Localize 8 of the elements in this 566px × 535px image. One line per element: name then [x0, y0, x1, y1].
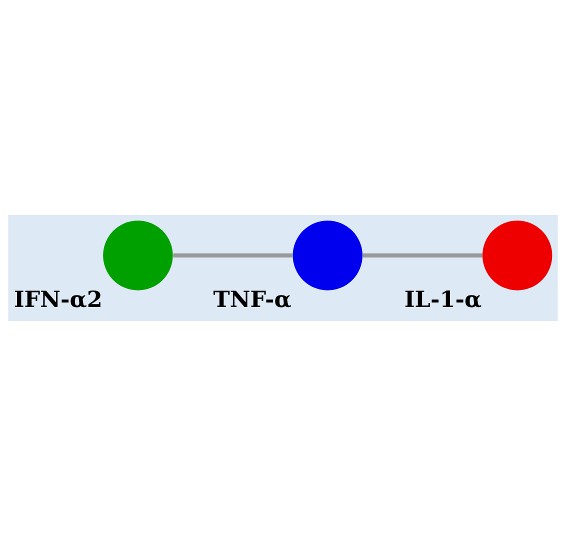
node-label: IL-1-α: [404, 286, 482, 312]
node-circle: [482, 220, 552, 290]
connector: [173, 252, 293, 258]
node-circle: [292, 220, 362, 290]
node-label: TNF-α: [213, 286, 292, 312]
node-label: IFN-α2: [14, 286, 102, 312]
connector: [362, 252, 482, 258]
node-circle: [103, 220, 173, 290]
